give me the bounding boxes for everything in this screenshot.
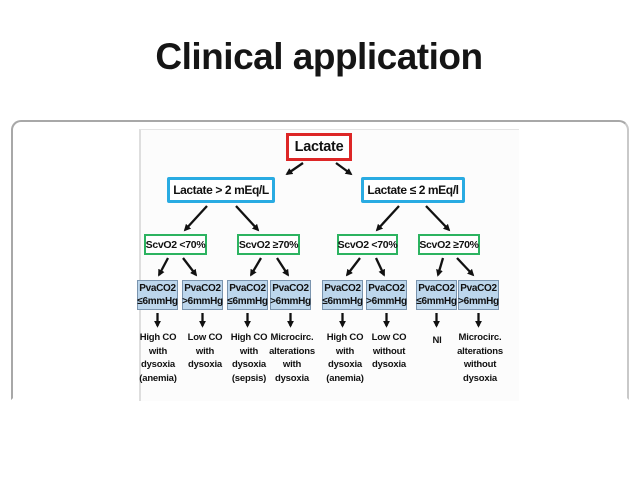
node-pvaco2-2: PvaCO2 >6mmHg xyxy=(182,280,223,310)
pvaco2-param: PvaCO2 xyxy=(418,283,455,294)
outcome-microcirc-with-dysoxia: Microcirc. alterations with dysoxia xyxy=(269,332,315,384)
pvaco2-param: PvaCO2 xyxy=(139,283,176,294)
outcome-microcirc-without-dysoxia: Microcirc. alterations without dysoxia xyxy=(457,332,503,384)
node-pvaco2-7: PvaCO2 ≤6mmHg xyxy=(416,280,457,310)
node-pvaco2-6: PvaCO2 >6mmHg xyxy=(366,280,407,310)
node-lactate-root: Lactate xyxy=(286,133,352,161)
node-pvaco2-5: PvaCO2 ≤6mmHg xyxy=(322,280,363,310)
node-lactate-high: Lactate > 2 mEq/L xyxy=(167,177,275,203)
slide-title: Clinical application xyxy=(155,36,483,77)
outcome-high-co-dysoxia-sepsis: High CO with dysoxia (sepsis) xyxy=(230,332,268,384)
node-scvo2-1: ScvO2 <70% xyxy=(144,234,207,255)
pvaco2-param: PvaCO2 xyxy=(324,283,361,294)
outcome-low-co-dysoxia: Low CO with dysoxia xyxy=(187,332,223,370)
node-pvaco2-4: PvaCO2 >6mmHg xyxy=(270,280,311,310)
pvaco2-threshold: >6mmHg xyxy=(270,296,311,307)
pvaco2-threshold: >6mmHg xyxy=(182,296,223,307)
pvaco2-param: PvaCO2 xyxy=(460,283,497,294)
pvaco2-param: PvaCO2 xyxy=(272,283,309,294)
node-scvo2-4: ScvO2 ≥70% xyxy=(418,234,480,255)
pvaco2-threshold: ≤6mmHg xyxy=(227,296,268,307)
pvaco2-threshold: >6mmHg xyxy=(366,296,407,307)
node-pvaco2-8: PvaCO2 >6mmHg xyxy=(458,280,499,310)
pvaco2-threshold: ≤6mmHg xyxy=(322,296,363,307)
pvaco2-threshold: >6mmHg xyxy=(458,296,499,307)
node-scvo2-2: ScvO2 ≥70% xyxy=(237,234,300,255)
outcome-low-co-without-dysoxia: Low CO without dysoxia xyxy=(371,332,407,370)
node-scvo2-3: ScvO2 <70% xyxy=(337,234,398,255)
pvaco2-param: PvaCO2 xyxy=(229,283,266,294)
outcome-high-co-dysoxia-anemia-2: High CO with dysoxia (anemia) xyxy=(326,332,364,384)
node-lactate-low: Lactate ≤ 2 mEq/l xyxy=(361,177,465,203)
outcome-normal: Nl xyxy=(432,335,442,346)
pvaco2-threshold: ≤6mmHg xyxy=(416,296,457,307)
pvaco2-param: PvaCO2 xyxy=(184,283,221,294)
flowchart-image-background xyxy=(139,129,519,401)
outcome-high-co-dysoxia-anemia-1: High CO with dysoxia (anemia) xyxy=(139,332,177,384)
node-pvaco2-3: PvaCO2 ≤6mmHg xyxy=(227,280,268,310)
node-pvaco2-1: PvaCO2 ≤6mmHg xyxy=(137,280,178,310)
pvaco2-param: PvaCO2 xyxy=(368,283,405,294)
pvaco2-threshold: ≤6mmHg xyxy=(137,296,178,307)
